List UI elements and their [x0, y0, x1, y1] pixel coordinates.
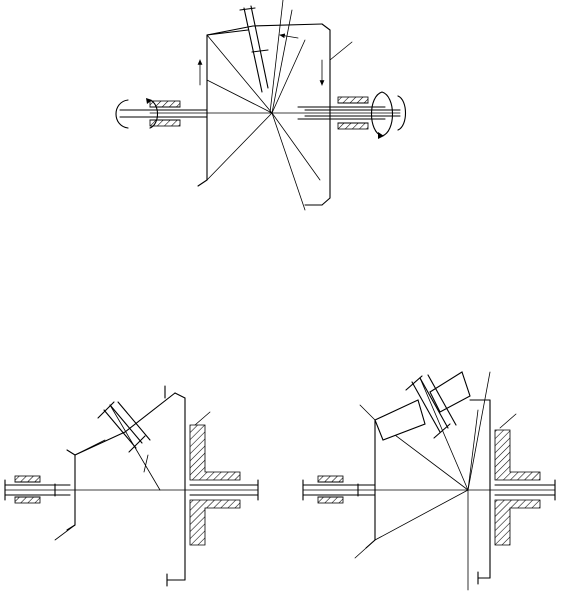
right-bearing-bottom — [337, 122, 369, 130]
figure-bottom-right — [302, 371, 556, 591]
planet-shaft-cap — [239, 7, 256, 11]
figure-bottom-left — [4, 385, 259, 587]
figure-top — [115, 0, 407, 211]
rotation-arrow-icon — [115, 99, 159, 129]
right-bearing-top — [337, 96, 369, 104]
